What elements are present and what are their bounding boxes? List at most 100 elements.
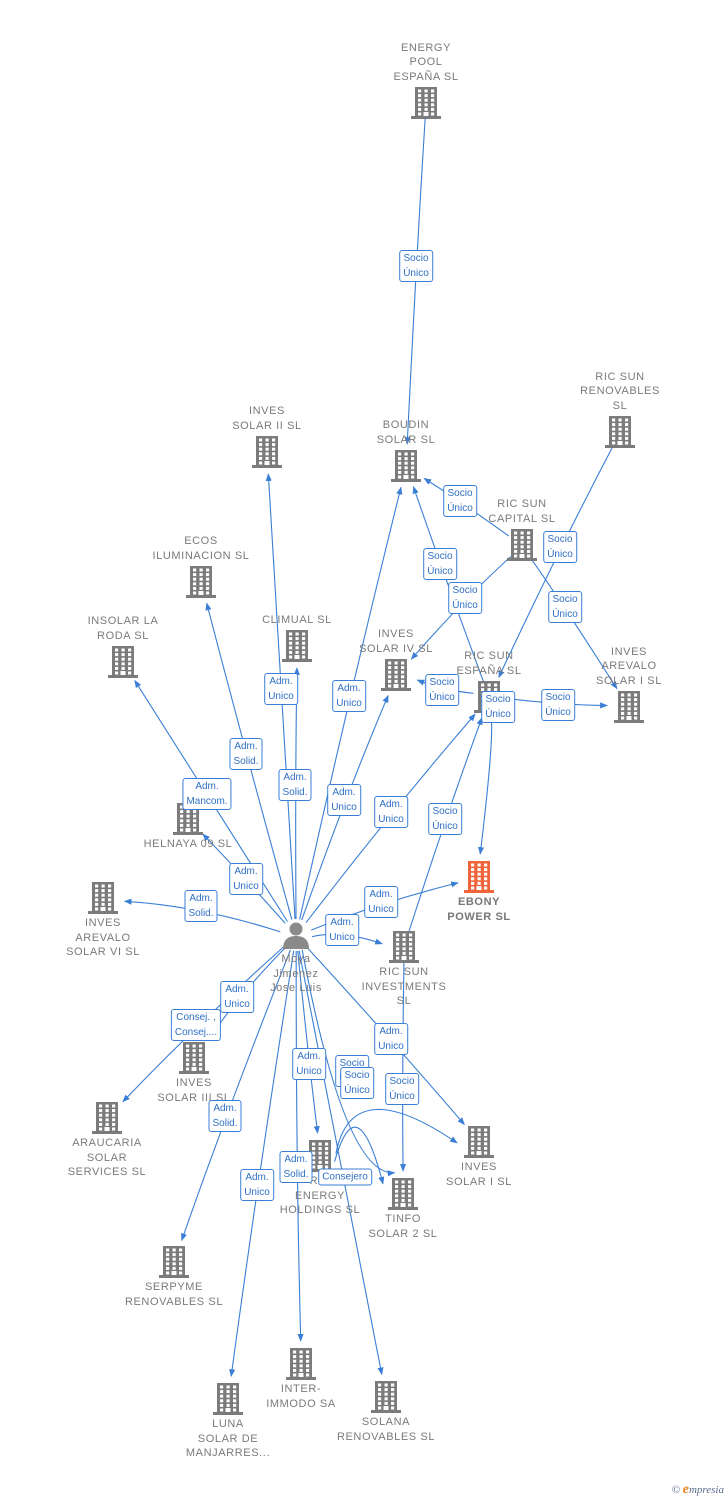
node-label-line: Moya [281,953,311,965]
node-label-line: CAPITAL SL [488,512,556,525]
edge-label[interactable]: Adm.Unico [264,673,298,705]
edge-label[interactable]: Adm.Unico [332,680,366,712]
edge-label[interactable]: Adm.Solid. [279,1151,313,1183]
node-inter[interactable]: INTER-IMMODO SA [241,1346,361,1411]
building-icon [464,1126,494,1158]
copyright-symbol: © [671,1484,680,1496]
edge-label[interactable]: Adm.Solid. [208,1100,242,1132]
node-inves-arevalo6[interactable]: INVES AREVALO SOLAR VI SL [43,880,163,960]
edge-label-line: Socio [545,692,571,703]
node-label-line: AREVALO [75,931,131,944]
node-label-line: ENERGY [400,41,452,54]
edge-label-line: Único [403,268,429,279]
edge-label-line: Solid. [282,787,308,798]
edge-label-line: Adm. [379,799,403,810]
edge-label[interactable]: Adm.Mancom. [182,778,232,810]
node-label-line: INVES [84,917,121,929]
edge-label[interactable]: Adm.Unico [374,1023,408,1055]
node-label-line: RIC SUN [464,650,514,662]
edge-label[interactable]: Adm.Unico [325,914,359,946]
building-icon [391,450,421,482]
edge-label[interactable]: Adm.Solid. [278,769,312,801]
edge-label-line: Adm. [213,1103,237,1114]
building-icon [381,659,411,691]
node-label-line: INVES [460,1161,497,1173]
node-climual[interactable]: CLIMUAL SL [237,613,357,662]
node-label-line: SOLAR 2 SL [368,1227,438,1240]
edge-label-line: Adm. [332,787,356,798]
node-label-line: INVES [610,645,647,658]
edge-label-line: Socio [485,694,511,705]
edge-label-line: Consej. , [176,1012,216,1023]
node-label-line: RENOVABLES SL [336,1430,436,1443]
edge-label-line: Socio [432,806,458,817]
footer-brand: © empresia [672,1482,724,1498]
edge-label[interactable]: Adm.Unico [229,863,263,895]
node-label-line: SL [612,399,628,412]
brand-initial: e [682,1482,689,1497]
node-helnaya[interactable]: HELNAYA 09 SL [128,801,248,852]
edge-label[interactable]: Adm.Unico [374,796,408,828]
edge-label-line: Mancom. [186,796,228,807]
edge-label[interactable]: Adm.Unico [240,1169,274,1201]
edge-label[interactable]: Consej. ,Consej.... [170,1009,222,1041]
edge-label-line: Unico [331,802,357,813]
edge-label[interactable]: Adm.Unico [220,981,254,1013]
node-label-line: SOLAR I SL [596,674,662,687]
edge-label[interactable]: Adm.Solid. [229,738,263,770]
node-label: RIC SUN ESPAÑA SL [429,649,549,678]
edge-label[interactable]: Adm.Unico [292,1048,326,1080]
node-label-line: ESPAÑA SL [456,664,522,677]
node-label-line: INVESTMENTS [361,980,447,993]
edge-label[interactable]: Consejero [318,1168,372,1186]
edge-label[interactable]: Adm.Unico [364,886,398,918]
node-label-line: SERPYME [145,1281,203,1293]
edge-label[interactable]: Adm. Unico [327,784,361,816]
edge-label-line: Único [427,566,453,577]
node-label-line: SOLAR VI SL [66,946,140,958]
edge-label-line: Adm. [234,866,258,877]
building-icon [507,529,537,561]
edge-label[interactable]: Adm.Solid. [184,890,218,922]
